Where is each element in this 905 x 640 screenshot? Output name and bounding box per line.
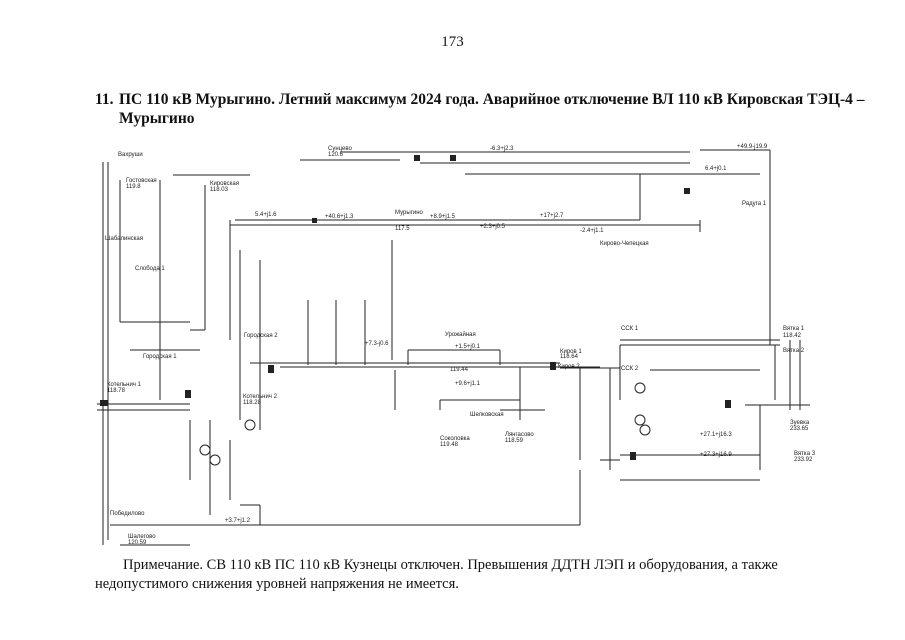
node-voltage: 118.78	[107, 388, 126, 394]
node-label: Радуга 1	[742, 201, 767, 207]
node-label: ССК 1	[621, 326, 639, 332]
flow-label: +9.6+j1.1	[455, 381, 481, 387]
node-label: Лянгасово	[505, 432, 534, 438]
node-label: Городская 1	[143, 354, 177, 360]
heading-line-2: Мурыгино	[119, 110, 195, 127]
node-voltage: 118.59	[505, 438, 524, 444]
node-voltage: 120.6	[328, 152, 344, 158]
flow-label: 6.4+j0.1	[705, 166, 727, 172]
node-voltage: 118.64	[560, 354, 579, 360]
node-voltage: 118.28	[243, 400, 262, 406]
flow-label: +27.3+j16.9	[700, 452, 732, 458]
node-voltage: 119.44	[450, 367, 469, 373]
flow-label: +40.6+j1.3	[325, 214, 354, 220]
flow-label: +49.9-j19.9	[737, 144, 768, 150]
node-label: Киров 2	[558, 364, 580, 370]
page-number: 173	[441, 34, 464, 50]
node-label: Сунцево	[328, 146, 352, 152]
node-voltage: 117.5	[395, 226, 410, 232]
node-label: Урожайная	[445, 331, 476, 338]
flow-label: +17+j2.7	[540, 213, 564, 219]
footnote: Примечание. СВ 110 кВ ПС 110 кВ Кузнецы …	[95, 557, 778, 592]
node-label: Гостовская	[126, 178, 157, 184]
flow-label: +7.3-j0.6	[365, 341, 389, 347]
node-label: Городская 2	[244, 333, 278, 339]
node-label: Победилово	[110, 511, 145, 517]
node-voltage: 120.59	[128, 540, 147, 546]
flow-label: -2.4+j1.1	[580, 228, 604, 234]
node-label: Соколовка	[440, 436, 470, 442]
node-label: Зуевка	[790, 420, 810, 426]
node-label: Котельнич 2	[243, 394, 278, 400]
flow-label: +1.5+j0.1	[455, 344, 481, 350]
flow-label: +8.9+j1.5	[430, 214, 456, 220]
node-label: Шелковская	[470, 412, 504, 418]
node-label: Вахруши	[118, 152, 143, 158]
heading-number: 11.	[95, 91, 114, 108]
node-label: Кирово-Чепецкая	[600, 241, 649, 247]
node-label: Котельнич 1	[107, 382, 142, 388]
node-label: Шалегово	[128, 534, 156, 540]
node-label: Мурыгино	[395, 210, 424, 216]
node-voltage: 233.65	[790, 426, 809, 432]
flow-label: -6.3+j2.3	[490, 146, 514, 152]
flow-label: +2.3+j0.5	[480, 224, 506, 230]
node-label: Слобода 1	[135, 266, 165, 272]
node-label: Вятка 3	[794, 451, 816, 457]
node-voltage: 119.48	[440, 442, 459, 448]
node-label: Вятка 2	[783, 348, 805, 354]
node-label: Кировская	[210, 181, 239, 187]
node-label: Киров 1	[560, 349, 582, 355]
node-label: Вятка 1	[783, 326, 805, 332]
node-voltage: 118.03	[210, 187, 229, 193]
flow-label: +27.1+j16.3	[700, 432, 732, 438]
heading-line-1: ПС 110 кВ Мурыгино. Летний максимум 2024…	[119, 91, 865, 108]
page-heading: 11. ПС 110 кВ Мурыгино. Летний максимум 2…	[95, 90, 865, 128]
node-label: ССК 2	[621, 366, 639, 372]
flow-label: 5.4+j1.6	[255, 212, 277, 218]
node-voltage: 118.42	[783, 333, 802, 339]
node-voltage: 119.8	[126, 184, 141, 190]
node-label: Шабалинская	[105, 236, 143, 242]
flow-label: +3.7+j1.2	[225, 518, 251, 524]
node-voltage: 233.92	[794, 457, 813, 463]
